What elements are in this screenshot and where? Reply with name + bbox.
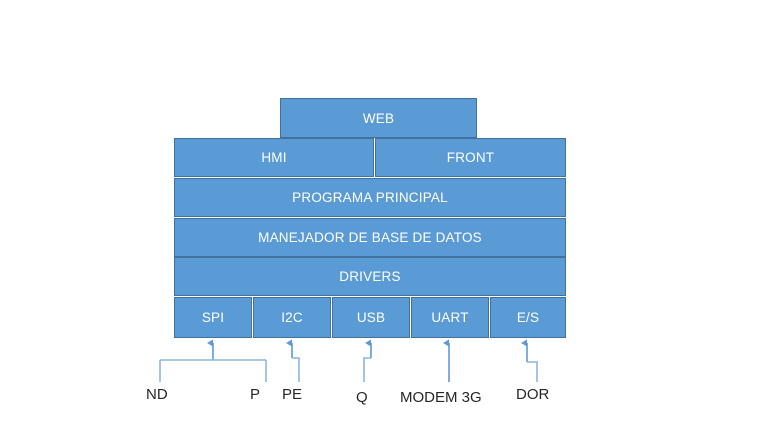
diagram-box-uart[interactable]: UART <box>411 297 489 338</box>
diagram-box-es[interactable]: E/S <box>490 297 566 338</box>
leaf-label-text: P <box>250 386 261 403</box>
diagram-box-drivers[interactable]: DRIVERS <box>174 257 566 296</box>
leaf-label-text: PE <box>282 386 303 403</box>
leaf-label-text: ND <box>146 386 168 403</box>
leaf-label-modem-3g: MODEM 3G <box>400 389 482 406</box>
diagram-box-label: FRONT <box>446 150 495 165</box>
connector-spi <box>159 339 267 382</box>
leaf-label-text: Q <box>356 389 368 406</box>
leaf-label-q: Q <box>356 389 368 406</box>
connector-es <box>521 339 538 382</box>
diagram-box-label: SPI <box>201 310 225 325</box>
diagram-box-front[interactable]: FRONT <box>375 138 566 177</box>
diagram-box-manejador-base-datos[interactable]: MANEJADOR DE BASE DE DATOS <box>174 218 566 257</box>
connector-usb <box>363 339 372 382</box>
leaf-label-text: MODEM 3G <box>400 389 482 406</box>
diagram-box-spi[interactable]: SPI <box>174 297 252 338</box>
leaf-label-p: P <box>250 386 260 403</box>
leaf-label-text: DOR <box>516 386 550 403</box>
diagram-box-label: E/S <box>516 310 540 325</box>
diagram-box-hmi[interactable]: HMI <box>174 138 374 177</box>
diagram-box-web[interactable]: WEB <box>280 98 477 138</box>
diagram-box-label: DRIVERS <box>339 269 401 284</box>
diagram-box-label: I2C <box>281 310 303 325</box>
diagram-box-label: MANEJADOR DE BASE DE DATOS <box>258 230 482 245</box>
leaf-label-dor: DOR <box>516 386 549 403</box>
connector-i2c <box>286 339 300 382</box>
diagram-box-label: WEB <box>362 110 395 126</box>
leaf-label-pe: PE <box>282 386 302 403</box>
diagram-box-label: USB <box>356 310 386 325</box>
diagram-box-usb[interactable]: USB <box>332 297 410 338</box>
diagram-box-i2c[interactable]: I2C <box>253 297 331 338</box>
diagram-box-label: PROGRAMA PRINCIPAL <box>292 190 448 205</box>
diagram-box-programa-principal[interactable]: PROGRAMA PRINCIPAL <box>174 178 566 217</box>
diagram-box-label: UART <box>431 310 469 325</box>
diagram-box-label: HMI <box>261 150 287 165</box>
leaf-label-nd: ND <box>146 386 168 403</box>
